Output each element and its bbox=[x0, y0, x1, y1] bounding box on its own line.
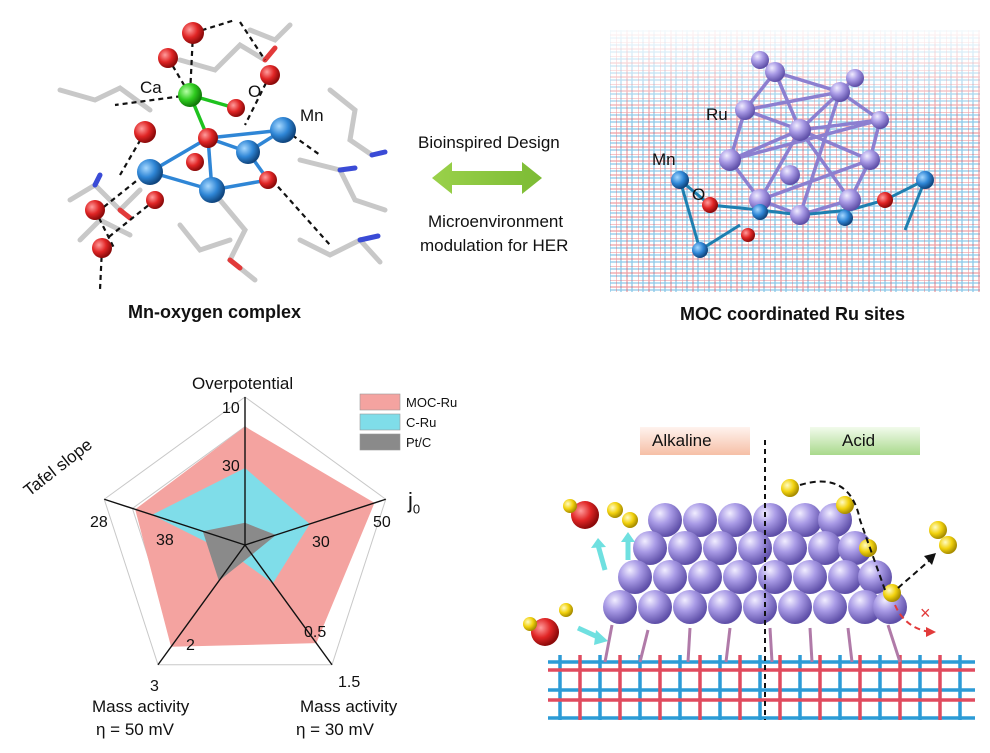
tick-tafel-28: 28 bbox=[90, 514, 108, 531]
tick-overpotential-30: 30 bbox=[222, 458, 240, 475]
ru-cluster-sphere bbox=[773, 531, 807, 565]
radar-chart bbox=[103, 393, 401, 666]
acid-header-bg bbox=[810, 427, 920, 455]
mn-oxygen-complex-structure bbox=[57, 18, 388, 291]
ca-label: Ca bbox=[140, 78, 162, 97]
acid-label: Acid bbox=[842, 431, 876, 450]
tick-mass-50-3: 3 bbox=[150, 678, 159, 695]
ru-cluster-sphere bbox=[838, 531, 872, 565]
alkaline-molecules bbox=[523, 499, 638, 646]
ru-cluster-sphere bbox=[618, 560, 652, 594]
tick-mass-30-0-5: 0.5 bbox=[304, 624, 327, 641]
axis-label-mass-activity-30-line1: Mass activity bbox=[300, 697, 398, 716]
ru-cluster-sphere bbox=[758, 560, 792, 594]
surface-model bbox=[523, 427, 975, 720]
legend-swatch-c-ru bbox=[359, 413, 401, 431]
blocked-cross-icon: × bbox=[920, 603, 931, 623]
axis-label-overpotential: Overpotential bbox=[192, 374, 294, 393]
alkaline-header-bg bbox=[640, 427, 750, 455]
radar-spoke bbox=[157, 544, 246, 666]
ru-cluster-sphere bbox=[793, 560, 827, 594]
ru-cluster-sphere bbox=[788, 503, 822, 537]
double-arrow-icon bbox=[432, 162, 542, 194]
ru-cluster-sphere bbox=[688, 560, 722, 594]
ru-cluster-sphere bbox=[668, 531, 702, 565]
ru-cluster-sphere bbox=[778, 590, 812, 624]
radar-grid-ring bbox=[103, 396, 387, 666]
ru-cluster-sphere bbox=[848, 590, 882, 624]
radar-legend bbox=[359, 393, 401, 451]
legend-swatch-moc-ru bbox=[359, 393, 401, 411]
ru-cluster-sphere bbox=[828, 560, 862, 594]
ru-cluster-sphere bbox=[638, 590, 672, 624]
radar-spoke bbox=[104, 498, 246, 546]
legend-label-c-ru: C-Ru bbox=[406, 415, 437, 430]
bioinspired-design-text: Bioinspired Design bbox=[418, 133, 560, 152]
ru-cluster-sphere bbox=[653, 560, 687, 594]
acid-molecules bbox=[781, 479, 957, 637]
axis-label-j0: j0 bbox=[408, 488, 421, 517]
tick-mass-30-1-5: 1.5 bbox=[338, 674, 361, 691]
ru-cluster-sphere bbox=[738, 531, 772, 565]
tick-j0-30: 30 bbox=[312, 534, 330, 551]
radar-spoke bbox=[244, 544, 333, 666]
caption-moc-ru-sites: MOC coordinated Ru sites bbox=[680, 304, 906, 324]
mn-label-left: Mn bbox=[300, 106, 324, 125]
tick-mass-50-2: 2 bbox=[186, 637, 195, 654]
legend-swatch-pt-c bbox=[359, 433, 401, 451]
radar-spoke bbox=[244, 498, 386, 546]
ru-cluster-sphere bbox=[743, 590, 777, 624]
tick-tafel-38: 38 bbox=[156, 532, 174, 549]
ru-cluster-sphere bbox=[708, 590, 742, 624]
ru-cluster-sphere bbox=[633, 531, 667, 565]
ru-cluster-sphere bbox=[703, 531, 737, 565]
o-label-left: O bbox=[248, 82, 262, 101]
ru-cluster-sphere bbox=[753, 503, 787, 537]
modulation-text-line2: modulation for HER bbox=[420, 236, 569, 255]
alkaline-label: Alkaline bbox=[652, 431, 712, 450]
legend-label-pt-c: Pt/C bbox=[406, 435, 432, 450]
ru-cluster-sphere bbox=[673, 590, 707, 624]
o-label-right: O bbox=[692, 185, 706, 204]
moc-ru-structure bbox=[610, 30, 980, 292]
ru-cluster-sphere bbox=[603, 590, 637, 624]
modulation-text-line1: Microenvironment bbox=[428, 212, 564, 231]
ru-cluster-sphere bbox=[718, 503, 752, 537]
tick-overpotential-10: 10 bbox=[222, 400, 240, 417]
ru-cluster-sphere bbox=[683, 503, 717, 537]
radar-spokes bbox=[104, 397, 386, 666]
tick-j0-50: 50 bbox=[373, 514, 391, 531]
axis-label-mass-activity-30-line2: η = 30 mV bbox=[296, 720, 374, 739]
ru-cluster-sphere bbox=[808, 531, 842, 565]
mn-label-right: Mn bbox=[652, 150, 676, 169]
ru-cluster-sphere bbox=[723, 560, 757, 594]
ru-cluster-sphere bbox=[648, 503, 682, 537]
caption-mn-oxygen-complex: Mn-oxygen complex bbox=[128, 302, 302, 322]
axis-label-mass-activity-50-line2: η = 50 mV bbox=[96, 720, 174, 739]
legend-label-moc-ru: MOC-Ru bbox=[406, 395, 458, 410]
axis-label-mass-activity-50-line1: Mass activity bbox=[92, 697, 190, 716]
ru-label: Ru bbox=[706, 105, 728, 124]
ru-cluster-sphere bbox=[813, 590, 847, 624]
